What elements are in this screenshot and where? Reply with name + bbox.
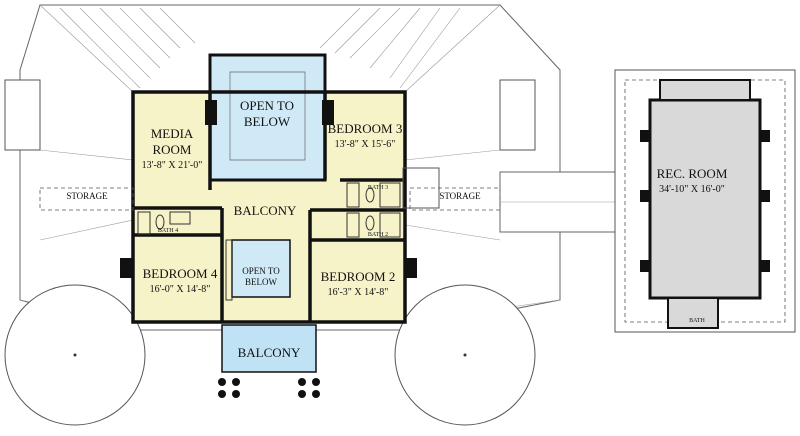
- bath-fixtures: [137, 167, 440, 301]
- rec-room: [648, 98, 762, 300]
- open-to-below-main: [208, 53, 327, 182]
- bedroom-4-dims: 16'-0" X 14'-8": [150, 284, 211, 295]
- storage-left-label: STORAGE: [66, 191, 108, 201]
- bedroom-3-label: BEDROOM 3: [328, 121, 403, 136]
- columns: [218, 378, 320, 398]
- bedroom-2-label: BEDROOM 2: [321, 269, 396, 284]
- bath-2-label: BATH 2: [368, 232, 388, 238]
- storage-right-label: STORAGE: [439, 191, 481, 201]
- walls: [120, 90, 417, 324]
- rec-bath: [667, 297, 719, 329]
- bedroom-3-dims: 13'-8" X 15'-6": [335, 139, 396, 150]
- open-to-below-label-2: BELOW: [244, 114, 291, 129]
- balcony-upper-label: BALCONY: [234, 203, 297, 218]
- bath-3-label: BATH 3: [368, 185, 388, 191]
- bedroom-2-dims: 16'-3" X 14'-8": [328, 287, 389, 298]
- media-room-label-2: ROOM: [152, 142, 191, 157]
- open-to-below-small-2: BELOW: [245, 277, 277, 287]
- balcony-front-label: BALCONY: [238, 345, 301, 360]
- bedroom-4-label: BEDROOM 4: [143, 266, 218, 281]
- storage-right-area: [409, 187, 501, 211]
- rec-room-dims: 34'-10" X 16'-0": [659, 184, 725, 195]
- storage-left-area: [39, 187, 134, 211]
- rec-bath-label: BATH: [689, 318, 705, 324]
- balcony-front: [221, 324, 317, 373]
- open-to-below-label-1: OPEN TO: [240, 98, 294, 113]
- open-to-below-small-1: OPEN TO: [242, 266, 280, 276]
- bath-4-label: BATH 4: [158, 228, 178, 234]
- media-room-label-1: MEDIA: [151, 126, 194, 141]
- media-room-dims: 13'-8" X 21'-0": [142, 160, 203, 171]
- rec-room-label: REC. ROOM: [657, 166, 728, 181]
